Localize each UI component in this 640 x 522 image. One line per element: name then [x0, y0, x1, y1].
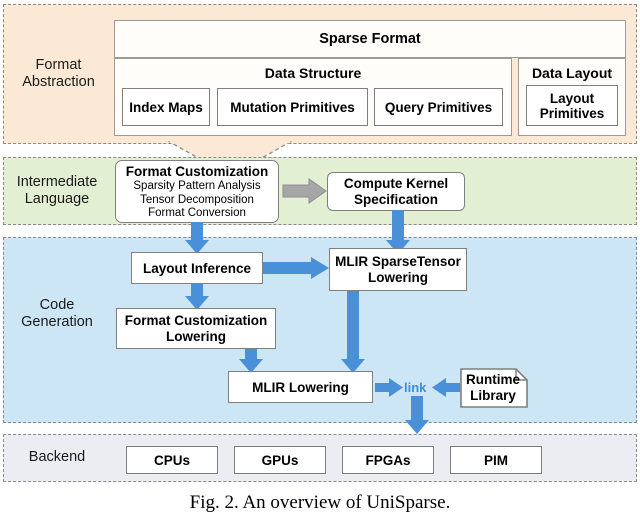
arrow-layout-inference-to-fc-lowering: [185, 284, 209, 310]
backend-cpus-box[interactable]: CPUs: [126, 446, 218, 474]
backend-pim-box[interactable]: PIM: [450, 446, 542, 474]
sparse-format-label: Sparse Format: [319, 31, 421, 47]
mutation-primitives-label: Mutation Primitives: [230, 99, 355, 115]
band-label-cg-line-2: Generation: [21, 314, 93, 330]
band-label-intermediate-language: Intermediate Language: [2, 174, 112, 208]
data-layout-title: Data Layout: [531, 65, 613, 81]
format-customization-title: Format Customization: [125, 164, 269, 179]
backend-pim-label: PIM: [483, 452, 508, 468]
band-label-line-1: Format: [35, 57, 82, 73]
link-label: link: [404, 380, 427, 395]
runtime-library-label-1: Runtime: [466, 372, 520, 387]
index-maps-box[interactable]: Index Maps: [122, 88, 210, 126]
backend-gpus-label: GPUs: [261, 452, 299, 468]
arrow-mlir-sparsetensor-to-mlir-lowering: [341, 291, 365, 373]
band-label-backend: Backend: [2, 449, 112, 466]
fc-line-2: Tensor Decomposition: [140, 193, 254, 206]
band-label-il-line-1: Intermediate: [16, 174, 98, 190]
query-primitives-label: Query Primitives: [384, 99, 493, 115]
figure-caption: Fig. 2. An overview of UniSparse.: [189, 492, 451, 513]
format-customization-box[interactable]: Format Customization Sparsity Pattern An…: [115, 160, 279, 223]
arrow-mlir-lowering-to-link: [375, 378, 403, 397]
runtime-library-label-2: Library: [470, 388, 516, 403]
data-structure-title: Data Structure: [264, 65, 362, 81]
arrow-ck-to-mlir-sparsetensor: [386, 210, 410, 254]
compute-kernel-label-2: Specification: [353, 191, 439, 207]
compute-kernel-specification-box[interactable]: Compute Kernel Specification: [327, 172, 465, 211]
mutation-primitives-box[interactable]: Mutation Primitives: [217, 88, 368, 126]
backend-gpus-box[interactable]: GPUs: [234, 446, 326, 474]
format-customization-lowering-box[interactable]: Format Customization Lowering: [116, 308, 276, 349]
layout-primitives-label-2: Primitives: [539, 105, 605, 121]
mlir-lowering-box[interactable]: MLIR Lowering: [228, 371, 373, 403]
layout-inference-label: Layout Inference: [142, 260, 252, 276]
arrow-layout-inference-to-mlir-sparsetensor: [263, 257, 329, 279]
fc-line-3: Format Conversion: [148, 207, 246, 219]
mlir-sparsetensor-label-1: MLIR SparseTensor: [335, 253, 461, 269]
compute-kernel-label-1: Compute Kernel: [343, 175, 449, 191]
band-label-format-abstraction: Format Abstraction: [6, 57, 111, 91]
fc-lowering-label-2: Lowering: [166, 328, 226, 344]
mlir-sparsetensor-lowering-box[interactable]: MLIR SparseTensor Lowering: [329, 248, 467, 291]
query-primitives-box[interactable]: Query Primitives: [374, 88, 503, 126]
backend-cpus-label: CPUs: [153, 452, 190, 468]
band-label-il-line-2: Language: [24, 191, 90, 207]
band-label-line-2: Abstraction: [22, 74, 95, 90]
runtime-library-text: Runtime Library: [460, 370, 526, 406]
arrow-runtime-library-to-link: [432, 378, 460, 397]
layout-primitives-label-1: Layout: [549, 90, 595, 106]
sparse-format-title: Sparse Format: [114, 20, 626, 58]
index-maps-label: Index Maps: [129, 99, 203, 115]
band-label-cg-line-1: Code: [39, 297, 75, 313]
mlir-sparsetensor-label-2: Lowering: [368, 269, 428, 285]
backend-fpgas-box[interactable]: FPGAs: [342, 446, 434, 474]
arrow-fc-to-layout-inference: [185, 222, 209, 254]
backend-fpgas-label: FPGAs: [365, 452, 411, 468]
band-label-backend-line-1: Backend: [28, 449, 86, 465]
arrow-link-to-backend: [405, 396, 429, 434]
runtime-library-box[interactable]: [460, 368, 528, 408]
layout-inference-box[interactable]: Layout Inference: [131, 252, 263, 284]
arrow-format-customization-to-compute-kernel: [282, 178, 327, 204]
mlir-lowering-label: MLIR Lowering: [252, 379, 349, 395]
fc-lowering-label-1: Format Customization: [124, 312, 268, 328]
arrow-fc-lowering-to-mlir-lowering: [239, 349, 263, 373]
fc-line-1: Sparsity Pattern Analysis: [133, 180, 261, 192]
band-label-code-generation: Code Generation: [2, 297, 112, 331]
layout-primitives-box[interactable]: Layout Primitives: [526, 85, 618, 126]
